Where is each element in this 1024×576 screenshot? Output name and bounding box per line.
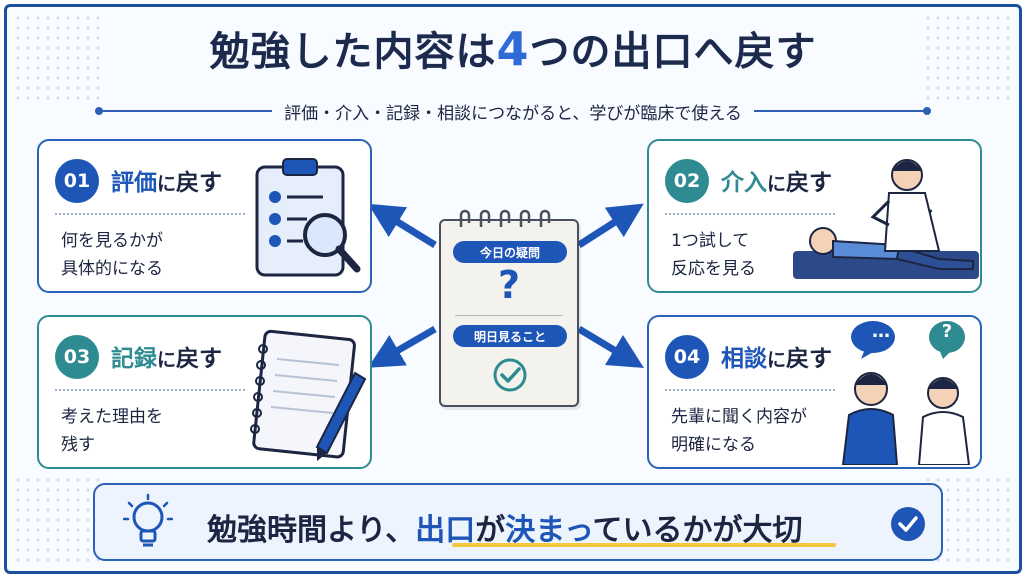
key-message-rest: いるかが大切 (622, 513, 803, 548)
title-post: つの出口へ戻す (529, 29, 817, 75)
card-description: 何を見るかが 具体的になる (61, 231, 163, 279)
card-title-verb: 戻す (786, 346, 833, 372)
card-title-keyword: 相談 (721, 346, 767, 372)
arrows-layer (367, 203, 645, 369)
card-title: 評価に戻す (111, 163, 222, 197)
check-circle-icon (493, 358, 527, 392)
question-mark-icon: ? (497, 263, 521, 307)
key-message-banner: 勉強時間より、出口が決まっているかが大切 (93, 483, 943, 561)
card-divider (55, 213, 245, 215)
dot-pattern-top-right (923, 13, 1013, 103)
therapist-patient-illustration (793, 159, 979, 279)
memo-label-today-question: 今日の疑問 (453, 241, 567, 263)
arrow-to-card-03 (367, 325, 437, 368)
memo-spiral-rings (459, 209, 551, 227)
card-number-badge: 04 (665, 335, 709, 379)
card-divider (55, 389, 245, 391)
card-title-particle: に (767, 349, 787, 371)
card-title-particle: に (767, 173, 787, 195)
memo-divider (455, 315, 563, 316)
key-message-te: て (592, 513, 623, 548)
key-message-exit: 出口 (415, 513, 476, 548)
card-title-particle: に (157, 173, 177, 195)
title-pre: 勉強した内容は (209, 29, 497, 75)
arrow-to-card-02 (577, 203, 644, 248)
card-number-badge: 02 (665, 159, 709, 203)
subtitle-divider-right (753, 107, 932, 115)
key-message-decided: 決まっ (505, 513, 593, 548)
arrow-to-card-04 (577, 325, 645, 369)
title-number: 4 (496, 22, 530, 76)
key-message-part1: 勉強時間より、 (207, 513, 416, 548)
senior-junior-consult-illustration (841, 321, 971, 465)
card-title: 記録に戻す (111, 339, 222, 373)
notebook-pen-icon (250, 329, 367, 461)
dot-pattern-top-left (13, 13, 103, 103)
check-mark-icon (898, 516, 918, 532)
lightbulb-icon (123, 493, 173, 547)
card-consultation: 04 相談に戻す 先輩に聞く内容が 明確になる … ? (647, 315, 982, 469)
card-evaluation: 01 評価に戻す 何を見るかが 具体的になる (37, 139, 372, 293)
key-message-text: 勉強時間より、出口が決まっているかが大切 (207, 505, 803, 549)
card-description: 1つ試して 反応を見る (671, 231, 756, 279)
key-message-particle: が (475, 513, 506, 548)
page-subtitle: 評価・介入・記録・相談につながると、学びが臨床で使える (284, 103, 742, 124)
card-intervention: 02 介入に戻す 1つ試して 反応を見る (647, 139, 982, 293)
infographic-frame: 勉強した内容は4つの出口へ戻す 評価・介入・記録・相談につながると、学びが臨床で… (4, 4, 1022, 574)
card-title-keyword: 介入 (721, 170, 767, 196)
card-title-verb: 戻す (176, 346, 223, 372)
card-description: 先輩に聞く内容が 明確になる (671, 407, 807, 455)
card-title-verb: 戻す (786, 170, 833, 196)
page-title: 勉強した内容は4つの出口へ戻す (7, 19, 1019, 77)
speech-bubble-right-text: ? (941, 321, 953, 342)
card-description: 考えた理由を 残す (61, 407, 163, 455)
card-record: 03 記録に戻す 考えた理由を 残す (37, 315, 372, 469)
card-title-verb: 戻す (176, 170, 223, 196)
speech-bubble-left-text: … (872, 321, 890, 342)
card-title-particle: に (157, 349, 177, 371)
dot-pattern-bottom-left (13, 475, 103, 565)
card-title: 介入に戻す (721, 163, 832, 197)
card-number-badge: 03 (55, 335, 99, 379)
subtitle-row: 評価・介入・記録・相談につながると、学びが臨床で使える (94, 99, 932, 124)
highlight-underline (452, 543, 836, 547)
card-title: 相談に戻す (721, 339, 832, 373)
card-title-keyword: 評価 (111, 170, 157, 196)
memo-pad: 今日の疑問 ? 明日見ること (439, 209, 579, 407)
card-divider (665, 389, 835, 391)
card-divider (665, 213, 835, 215)
card-title-keyword: 記録 (111, 346, 157, 372)
check-badge-icon (891, 507, 925, 541)
card-number-badge: 01 (55, 159, 99, 203)
clipboard-magnifier-icon (255, 158, 361, 277)
memo-label-tomorrow: 明日見ること (453, 325, 567, 347)
subtitle-divider-left (94, 107, 273, 115)
arrow-to-card-01 (368, 203, 437, 248)
